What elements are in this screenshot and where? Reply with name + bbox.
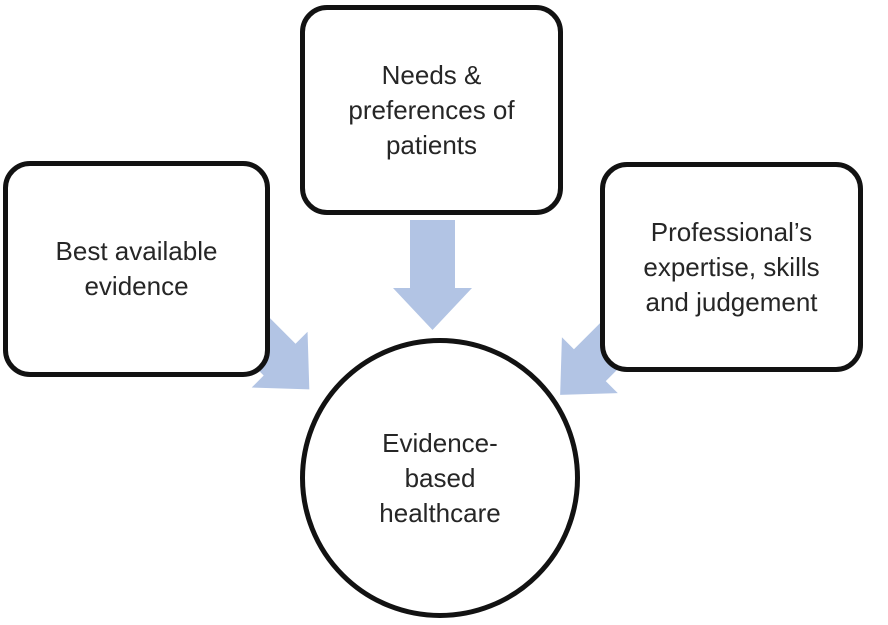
box-professionals-expertise: Professional’s expertise, skills and jud… [600,162,863,372]
box-professionals-expertise-label: Professional’s expertise, skills and jud… [643,216,820,317]
box-needs-preferences-of-patients: Needs & preferences of patients [300,5,563,215]
circle-evidence-based-healthcare-label: Evidence- based healthcare [379,427,501,528]
box-best-available-evidence-label: Best available evidence [55,236,218,301]
arrow-top-to-center-icon [393,220,472,330]
box-best-available-evidence: Best available evidence [3,161,270,377]
circle-evidence-based-healthcare: Evidence- based healthcare [300,338,580,618]
box-needs-preferences-label: Needs & preferences of patients [348,59,515,160]
